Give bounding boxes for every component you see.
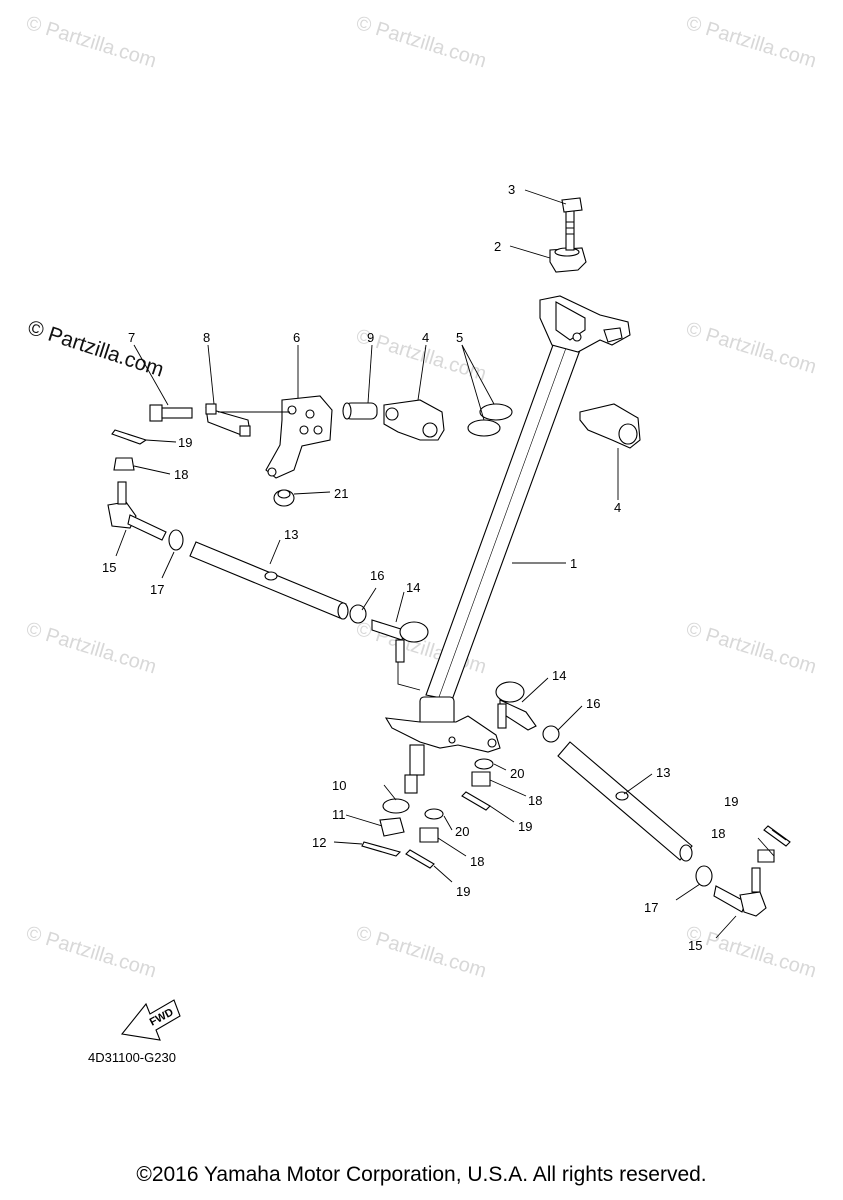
callout-12: 12 [312, 835, 326, 850]
nut-11 [379, 817, 405, 837]
callout-18: 18 [174, 467, 188, 482]
callout-10: 10 [332, 778, 346, 793]
bolt-7 [149, 404, 193, 422]
callout-17b: 17 [644, 900, 658, 915]
callout-6: 6 [293, 330, 300, 345]
callout-1: 1 [570, 556, 577, 571]
callout-19c: 19 [518, 819, 532, 834]
washer-20-lower [424, 808, 444, 820]
callout-8: 8 [203, 330, 210, 345]
callout-14: 14 [406, 580, 420, 595]
cotter-pin-12 [361, 841, 402, 857]
castle-nut-18-right [757, 849, 775, 863]
callout-19b: 19 [724, 794, 738, 809]
nut-18-upper [471, 771, 491, 787]
callout-19d: 19 [456, 884, 470, 899]
callout-16: 16 [370, 568, 384, 583]
callout-2: 2 [494, 239, 501, 254]
callout-18d: 18 [470, 854, 484, 869]
callout-21: 21 [334, 486, 348, 501]
lock-plate-8 [205, 403, 251, 437]
callout-14b: 14 [552, 668, 566, 683]
steering-column [384, 295, 631, 794]
copyright-notice: ©2016 Yamaha Motor Corporation, U.S.A. A… [136, 1163, 707, 1186]
leader-lines [115, 189, 787, 939]
callout-4b: 4 [614, 500, 621, 515]
nut-17-right [695, 865, 713, 887]
tie-rod-left [189, 541, 349, 620]
callout-16b: 16 [586, 696, 600, 711]
callout-13b: 13 [656, 765, 670, 780]
tie-rod-end-14-right [495, 681, 537, 731]
grommet-21 [273, 489, 295, 507]
castle-nut-18-left [113, 457, 135, 471]
nut-17-left [168, 529, 184, 551]
callout-17: 17 [150, 582, 164, 597]
nut-16-right [542, 725, 560, 743]
callout-5: 5 [456, 330, 463, 345]
callout-9: 9 [367, 330, 374, 345]
callout-15: 15 [102, 560, 116, 575]
callout-18b: 18 [711, 826, 725, 841]
callout-19: 19 [178, 435, 192, 450]
circlips [467, 403, 513, 437]
washer-10 [382, 798, 410, 814]
callout-11: 11 [332, 807, 346, 822]
washer-20-upper [474, 758, 494, 770]
tie-rod-end-14-left [371, 619, 429, 663]
callout-18c: 18 [528, 793, 542, 808]
callout-7: 7 [128, 330, 135, 345]
callouts: 1 2 3 4 4 5 6 7 8 9 10 11 12 13 13 14 14… [102, 182, 738, 953]
tie-rod-right [557, 741, 693, 862]
cotter-pin-19-lower [405, 849, 435, 869]
nut-18-lower [419, 827, 439, 843]
diagram-code: 4D31100-G230 [88, 1050, 176, 1065]
callout-3: 3 [508, 182, 515, 197]
tie-rod-end-right-15 [713, 867, 767, 917]
cotter-pin-19-upper [461, 791, 491, 811]
callout-15b: 15 [688, 938, 702, 953]
fwd-arrow [120, 999, 181, 1041]
tie-rod-end-left-15 [107, 481, 167, 541]
upper-clamp [549, 247, 587, 273]
bracket-6 [265, 395, 333, 479]
cotter-pin-19-left [111, 429, 148, 445]
bushing-upper [383, 399, 445, 441]
callout-13: 13 [284, 527, 298, 542]
bolt-3 [561, 197, 583, 251]
callout-20: 20 [510, 766, 524, 781]
callout-4: 4 [422, 330, 429, 345]
bushing-lower [579, 403, 641, 449]
callout-20b: 20 [455, 824, 469, 839]
cotter-pin-19-right [763, 825, 791, 847]
collar-9 [342, 402, 378, 420]
